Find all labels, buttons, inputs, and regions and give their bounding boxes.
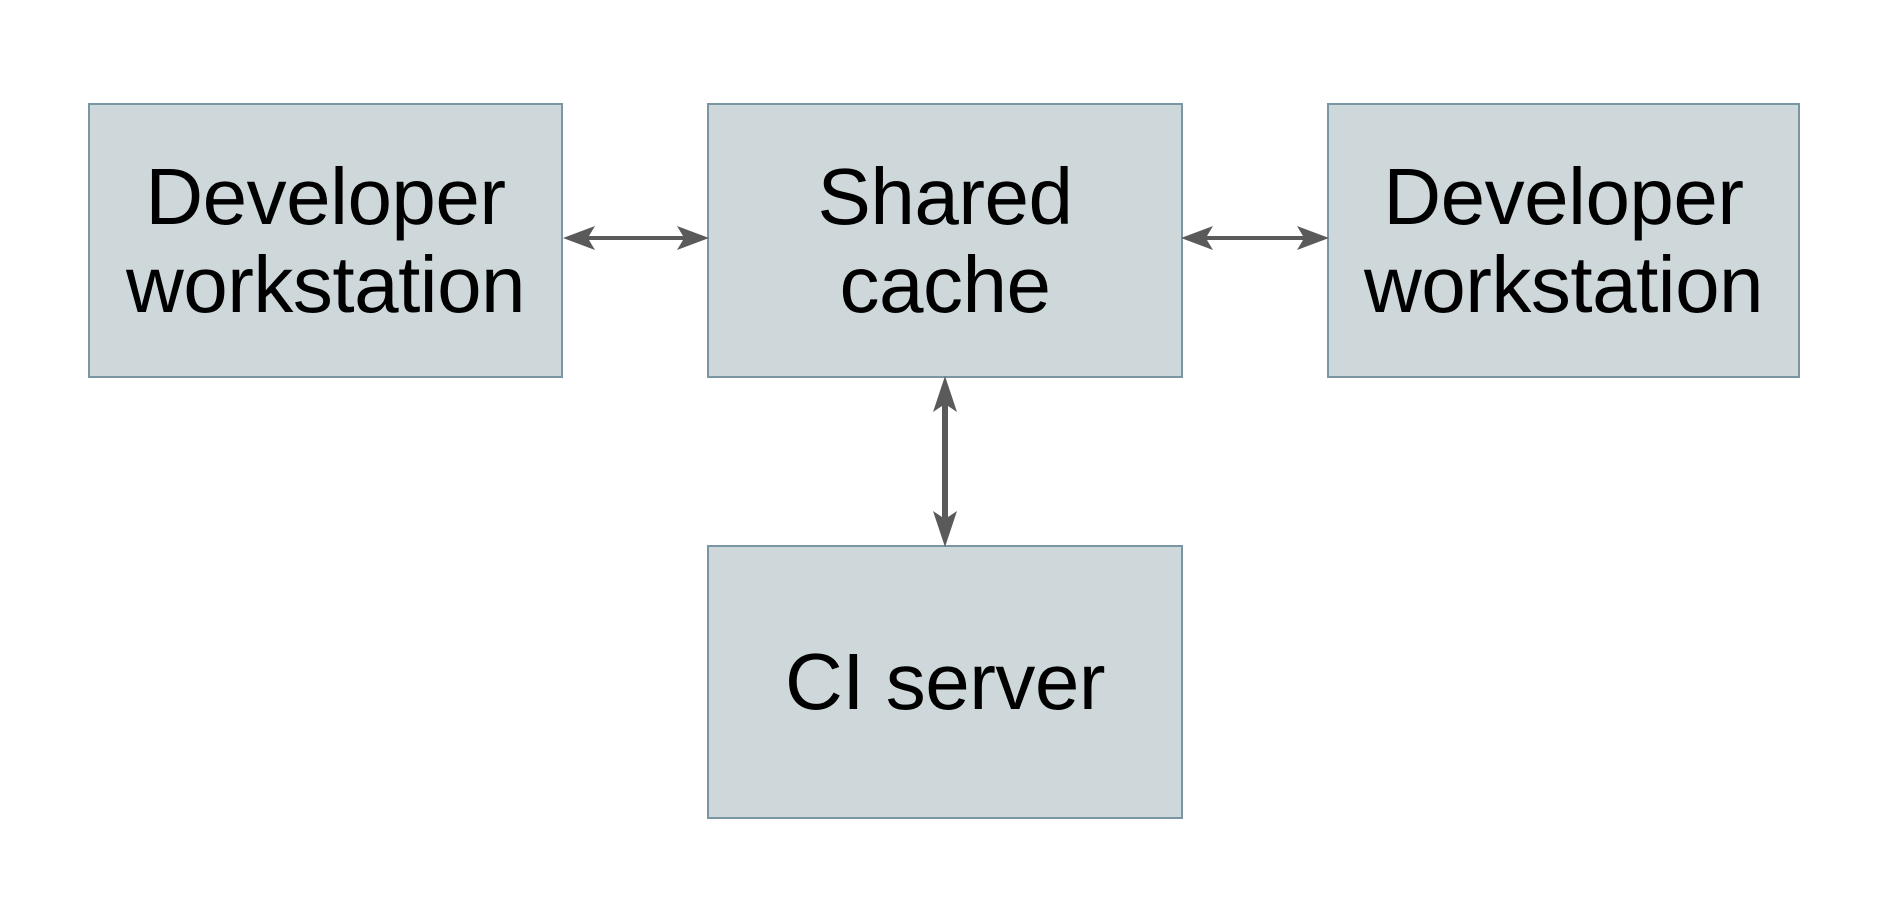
node-developer-workstation-right[interactable]: Developer workstation	[1327, 103, 1800, 378]
node-label: Developer workstation	[1363, 151, 1764, 329]
edge-cache-to-ci-server[interactable]	[915, 376, 975, 547]
edge-dev-left-to-cache[interactable]	[563, 208, 709, 268]
node-ci-server[interactable]: CI server	[707, 545, 1183, 819]
node-label: Developer workstation	[125, 151, 526, 329]
node-shared-cache[interactable]: Shared cache	[707, 103, 1183, 378]
node-label: CI server	[785, 637, 1106, 726]
node-label: Shared cache	[817, 151, 1073, 329]
node-developer-workstation-left[interactable]: Developer workstation	[88, 103, 563, 378]
edge-cache-to-dev-right[interactable]	[1181, 208, 1329, 268]
